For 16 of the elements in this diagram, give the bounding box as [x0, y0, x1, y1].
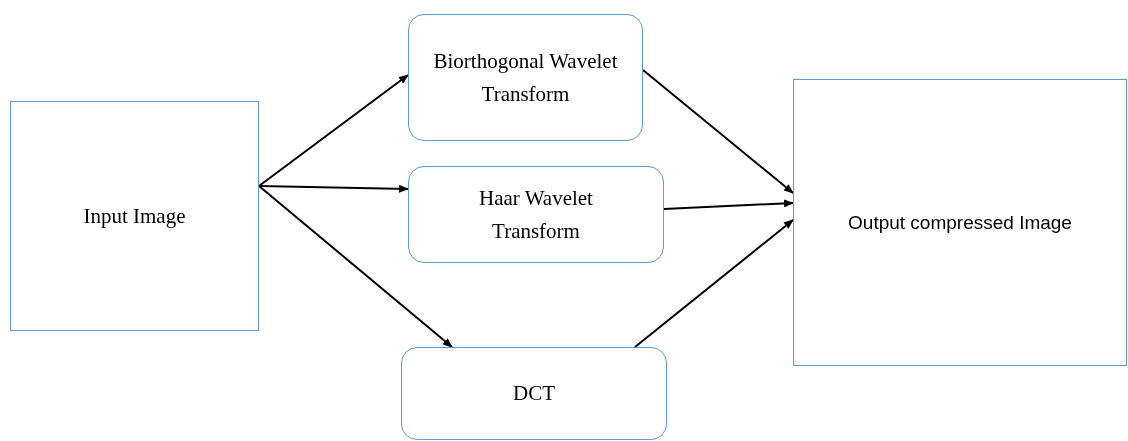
node-label: Biorthogonal Wavelet Transform: [432, 47, 619, 108]
arrow: [258, 74, 409, 187]
arrow: [258, 185, 453, 348]
arrow: [642, 69, 794, 194]
image-box: [10, 101, 259, 331]
process-box: [408, 166, 664, 263]
node-label: Haar Wavelet Transform: [478, 184, 594, 245]
image-box: [793, 79, 1127, 366]
arrow: [258, 184, 409, 193]
node-label: Output compressed Image: [848, 210, 1072, 235]
node-label: Input Image: [83, 202, 186, 230]
process-box: [401, 347, 667, 440]
arrow: [663, 199, 794, 210]
node-label: DCT: [513, 380, 555, 408]
process-box: [408, 14, 643, 141]
arrow: [634, 219, 794, 348]
